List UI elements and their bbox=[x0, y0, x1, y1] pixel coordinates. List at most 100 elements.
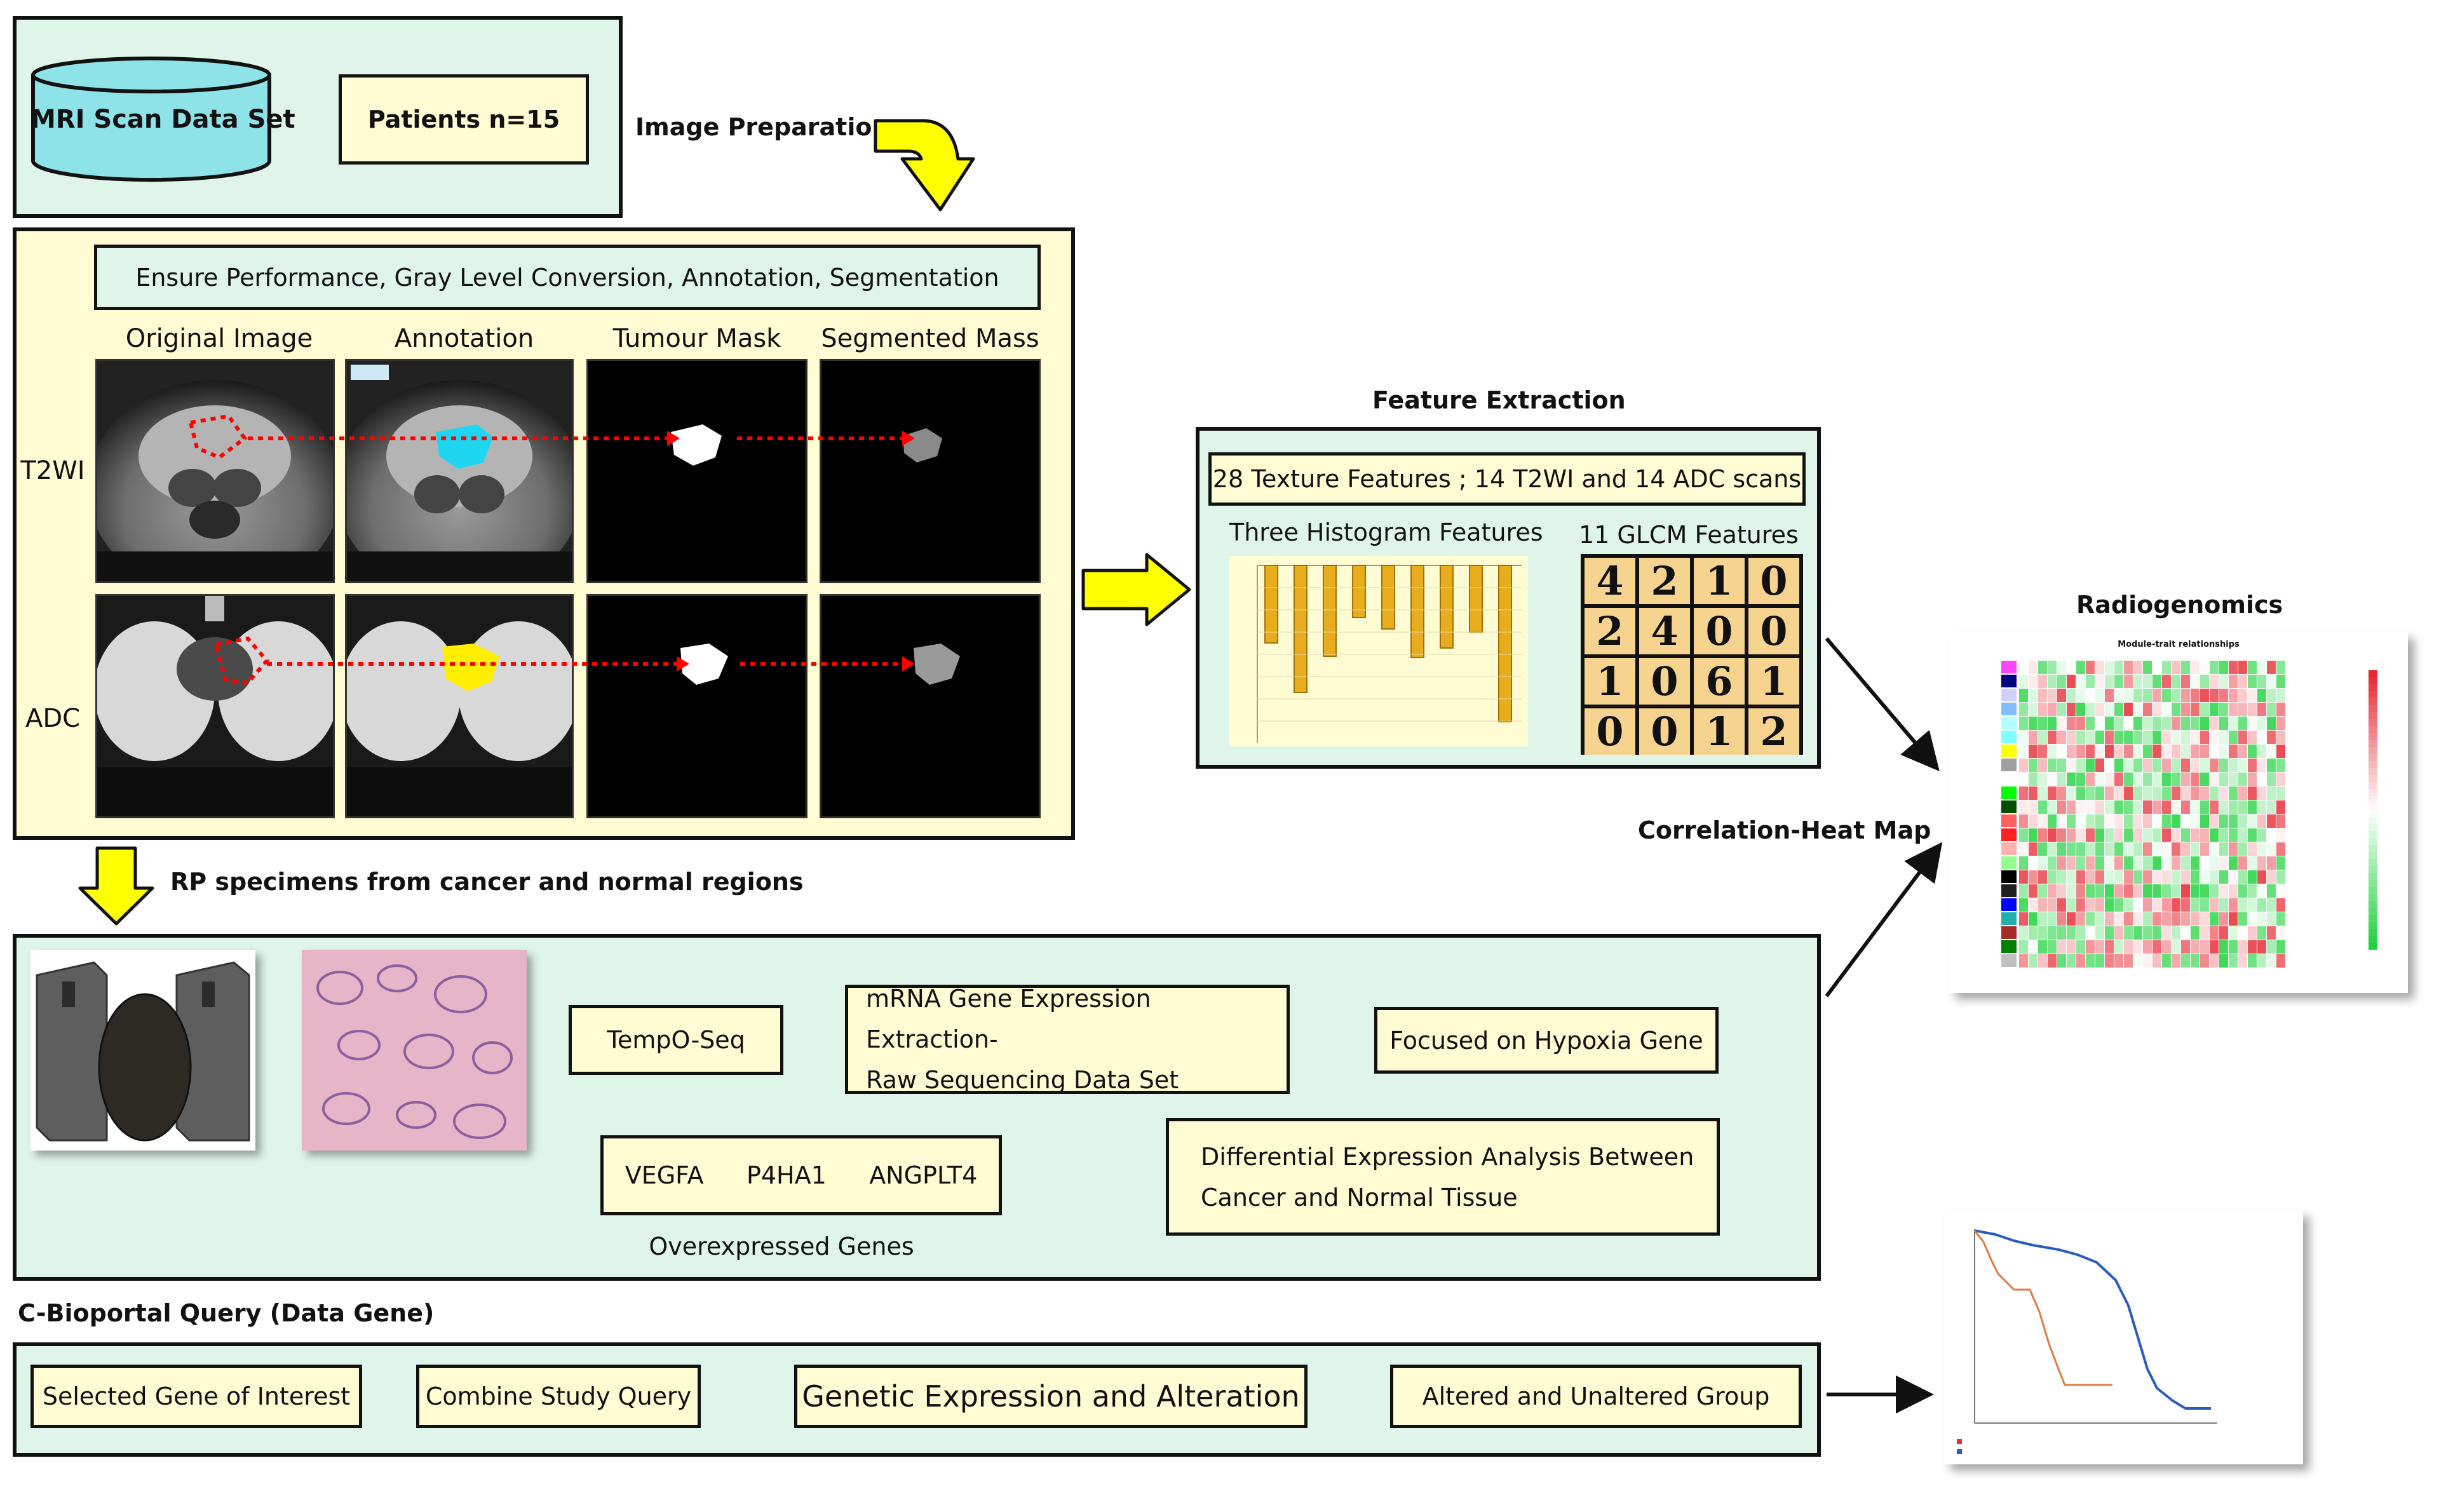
heatmap-module-swatch bbox=[2001, 940, 2017, 953]
heatmap-cell bbox=[2143, 745, 2152, 758]
heatmap-cell bbox=[2276, 870, 2285, 884]
heatmap-cell bbox=[2038, 898, 2047, 912]
heatmap-cell bbox=[2172, 870, 2180, 884]
heatmap-cell bbox=[2019, 717, 2028, 730]
heatmap-cell bbox=[2219, 773, 2228, 786]
right-arrow-icon bbox=[1081, 553, 1191, 626]
heatmap-cell bbox=[2133, 703, 2142, 716]
heatmap-cell bbox=[2267, 870, 2276, 884]
heatmap-cell bbox=[2191, 912, 2200, 926]
heatmap-cell bbox=[2076, 773, 2085, 786]
heatmap-cell bbox=[2076, 842, 2085, 856]
heatmap-cell bbox=[2019, 828, 2028, 842]
tempo-seq-label: TempO-Seq bbox=[607, 1026, 745, 1054]
heatmap-cell bbox=[2133, 954, 2142, 968]
heatmap-cell bbox=[2076, 745, 2085, 758]
heatmap-scale-segment bbox=[2369, 831, 2377, 838]
heatmap-cell bbox=[2181, 870, 2190, 884]
heatmap-cell bbox=[2124, 912, 2133, 926]
heatmap-cell bbox=[2152, 814, 2161, 828]
heatmap-cell bbox=[2086, 898, 2095, 912]
heatmap-cell bbox=[2095, 884, 2104, 898]
heatmap-cell bbox=[2105, 870, 2114, 884]
heatmap-cell bbox=[2095, 870, 2104, 884]
heatmap-scale-segment bbox=[2369, 852, 2377, 859]
heatmap-cell bbox=[2114, 717, 2123, 730]
heatmap-cell bbox=[2019, 745, 2028, 758]
heatmap-cell bbox=[2038, 703, 2047, 716]
heatmap-cell bbox=[2219, 745, 2228, 758]
heatmap-module-swatch bbox=[2001, 814, 2017, 827]
heatmap-cell bbox=[2048, 661, 2057, 674]
heatmap-cell bbox=[2152, 731, 2161, 744]
heatmap-cell bbox=[2019, 661, 2028, 674]
heatmap-cell bbox=[2124, 731, 2133, 744]
heatmap-cell bbox=[2200, 842, 2209, 856]
heatmap-cell bbox=[2095, 856, 2104, 870]
heatmap-cell bbox=[2038, 856, 2047, 870]
heatmap-cell bbox=[2276, 842, 2285, 856]
heatmap-cell bbox=[2200, 926, 2209, 940]
heatmap-cell bbox=[2229, 926, 2238, 940]
heatmap-cell bbox=[2105, 773, 2114, 786]
heatmap-cell bbox=[2029, 731, 2038, 744]
down-arrow-icon bbox=[78, 846, 154, 926]
heatmap-cell bbox=[2105, 717, 2114, 730]
heatmap-cell bbox=[2267, 675, 2276, 688]
heatmap-cell bbox=[2067, 842, 2076, 856]
heatmap-cell bbox=[2048, 898, 2057, 912]
heatmap-cell bbox=[2038, 745, 2047, 758]
heatmap-cell bbox=[2219, 842, 2228, 856]
heatmap-cell bbox=[2095, 786, 2104, 800]
database-cylinder-icon bbox=[31, 57, 271, 182]
heatmap-cell bbox=[2038, 814, 2047, 828]
heatmap-cell bbox=[2143, 689, 2152, 702]
glcm-cell: 0 bbox=[1748, 608, 1799, 654]
heatmap-cell bbox=[2019, 884, 2028, 898]
heatmap-cell bbox=[2076, 731, 2085, 744]
heatmap-cell bbox=[2048, 759, 2057, 772]
heatmap-cell bbox=[2086, 954, 2095, 968]
heatmap-cell bbox=[2086, 773, 2095, 786]
curved-down-arrow-icon bbox=[874, 119, 975, 212]
heatmap-cell bbox=[2114, 926, 2123, 940]
heatmap-cell bbox=[2257, 703, 2266, 716]
heatmap-cell bbox=[2229, 703, 2238, 716]
heatmap-cell bbox=[2105, 828, 2114, 842]
glcm-cell: 6 bbox=[1694, 658, 1745, 705]
heatmap-cell bbox=[2114, 661, 2123, 674]
altered-group-box: Altered and Unaltered Group bbox=[1390, 1365, 1802, 1428]
heatmap-cell bbox=[2114, 759, 2123, 772]
heatmap-cell bbox=[2200, 856, 2209, 870]
heatmap-cell bbox=[2200, 786, 2209, 800]
glcm-cell: 2 bbox=[1639, 558, 1690, 604]
heatmap-cell bbox=[2276, 661, 2285, 674]
heatmap-cell bbox=[2210, 675, 2219, 688]
heatmap-cell bbox=[2086, 828, 2095, 842]
heatmap-cell bbox=[2191, 898, 2200, 912]
heatmap-scale-segment bbox=[2369, 670, 2377, 677]
heatmap-cell bbox=[2181, 828, 2190, 842]
heatmap-cell bbox=[2067, 926, 2076, 940]
heatmap-cell bbox=[2124, 828, 2133, 842]
heatmap-cell bbox=[2114, 703, 2123, 716]
row-label-adc: ADC bbox=[25, 704, 81, 733]
heatmap-cell bbox=[2152, 870, 2161, 884]
heatmap-cell bbox=[2238, 689, 2247, 702]
heatmap-cell bbox=[2105, 884, 2114, 898]
heatmap-cell bbox=[2172, 926, 2180, 940]
heatmap-cell bbox=[2181, 661, 2190, 674]
heatmap-cell bbox=[2219, 828, 2228, 842]
heatmap-cell bbox=[2229, 898, 2238, 912]
heatmap-cell bbox=[2191, 842, 2200, 856]
heatmap-cell bbox=[2191, 717, 2200, 730]
heatmap-cell bbox=[2210, 856, 2219, 870]
heatmap-cell bbox=[2191, 954, 2200, 968]
heatmap-cell bbox=[2238, 731, 2247, 744]
heatmap-cell bbox=[2229, 786, 2238, 800]
heatmap-cell bbox=[2210, 870, 2219, 884]
heatmap-cell bbox=[2257, 717, 2266, 730]
heatmap-module-swatch bbox=[2001, 842, 2017, 855]
heatmap-cell bbox=[2210, 926, 2219, 940]
heatmap-cell bbox=[2048, 689, 2057, 702]
